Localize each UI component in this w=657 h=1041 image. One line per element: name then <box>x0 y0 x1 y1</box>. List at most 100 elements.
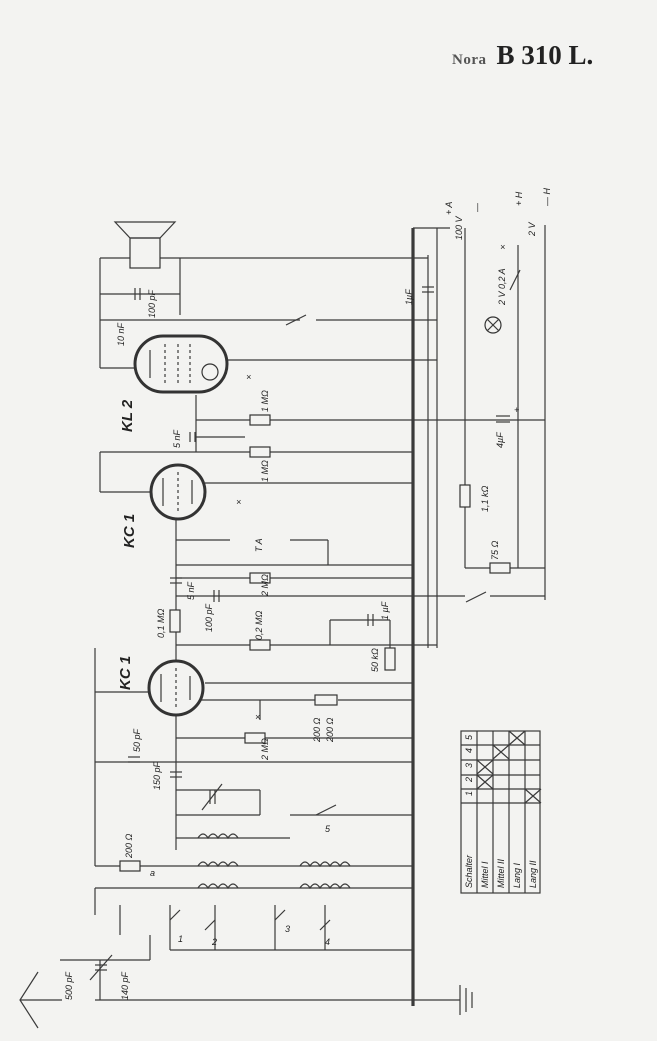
resistor-0-1m <box>169 609 181 633</box>
switch-heater <box>509 269 521 291</box>
label-r-2m-b: 2 MΩ <box>260 738 270 761</box>
table-col-5: 5 <box>464 734 474 740</box>
label-c-1uf-top: 1µF <box>404 289 414 305</box>
label-c-1uf-mid: 1 µF <box>380 601 390 620</box>
coil-lower-left <box>197 883 239 890</box>
table-col-1: 1 <box>464 791 474 796</box>
switch-3 <box>274 909 286 921</box>
label-c-100pf-top: 100 pF <box>147 289 157 318</box>
label-r-200-a: 200 Ω <box>312 717 322 743</box>
label-lamp-x: × <box>500 242 505 252</box>
label-r-1-1k: 1,1 kΩ <box>480 485 490 512</box>
brand-name: Nora <box>452 52 487 68</box>
label-r-1m-a: 1 MΩ <box>260 390 270 412</box>
labels: KL 2 KC 1 KC 1 + A 100 V — + H 2 V — H 2… <box>64 187 552 1000</box>
capacitor-1uf-top <box>422 286 434 293</box>
table-mark <box>476 774 494 790</box>
diagram-title: Nora B 310 L. <box>452 40 593 71</box>
switch-number-5: 5 <box>325 824 331 834</box>
label-r-75: 75 Ω <box>490 540 500 560</box>
label-plus-a: + A <box>444 202 454 215</box>
table-mark <box>524 788 542 804</box>
resistor-1-1k <box>459 484 471 508</box>
resistor-1m-a <box>249 414 271 426</box>
table-row-label-2: Mittel II <box>496 858 506 888</box>
switch-4 <box>319 919 331 931</box>
capacitor-50pf <box>128 756 140 763</box>
label-voltage-a: 100 V <box>454 215 464 240</box>
capacitor-100pf-top <box>134 288 141 300</box>
label-c-5nf-kc1: 5 nF <box>186 581 196 600</box>
label-r-2m-a: 2 MΩ <box>260 574 270 597</box>
label-lamp: 2 V 0,2 A <box>497 268 507 306</box>
table-col-4: 4 <box>464 748 474 753</box>
label-plus-4uf: + <box>514 405 519 415</box>
coil-upper-left <box>197 833 239 840</box>
label-voltage-h: 2 V <box>527 221 537 237</box>
label-minus-h: — H <box>542 187 552 207</box>
label-c-150pf: 150 pF <box>152 761 162 790</box>
switch-1 <box>169 909 181 921</box>
resistor-50k <box>384 647 396 671</box>
coil-lower-right <box>299 883 351 890</box>
switch-output <box>285 314 307 326</box>
label-c-4uf: 4µF <box>495 432 505 448</box>
wires <box>60 225 546 1006</box>
tube-label-kc1-upper: KC 1 <box>121 514 138 548</box>
label-r-0-1m: 0,1 MΩ <box>156 608 166 638</box>
label-c-140pf: 140 pF <box>120 971 130 1000</box>
label-r-50k: 50 kΩ <box>370 648 380 672</box>
capacitor-5nf-kc1 <box>170 577 182 584</box>
resistor-200-a <box>314 694 338 706</box>
tube-label-kl2: KL 2 <box>119 399 136 432</box>
components <box>19 221 521 1029</box>
resistor-2m-b <box>244 732 266 744</box>
ground-icon <box>459 985 473 1015</box>
table-mark <box>508 730 526 746</box>
resistor-2m-a <box>249 572 271 584</box>
label-r-1m-b: 1 MΩ <box>260 460 270 482</box>
label-c-100pf-mid: 100 pF <box>204 603 214 632</box>
table-row-label-1: Mittel I <box>480 861 490 888</box>
table-mark <box>492 744 510 760</box>
label-x-kl2: × <box>246 372 251 382</box>
coil-upper-right <box>299 861 351 868</box>
label-c-50pf: 50 pF <box>132 728 142 752</box>
variable-capacitor-tuning <box>201 783 223 811</box>
label-coil-a: a <box>150 868 155 878</box>
capacitor-5nf-kl2 <box>189 432 196 442</box>
model-name: B 310 L. <box>496 40 594 70</box>
resistor-75 <box>489 562 511 574</box>
coil-middle-left <box>197 861 239 868</box>
label-plus-h: + H <box>514 191 524 206</box>
tube-kc1-lower <box>147 659 205 717</box>
label-r-0-2m: 0,2 MΩ <box>254 610 264 640</box>
label-r-200-b: 200 Ω <box>325 717 335 743</box>
table-marks <box>476 730 542 804</box>
switch-number-2: 2 <box>211 937 217 947</box>
label-r-200-ant: 200 Ω <box>124 833 134 859</box>
table-row-label-3: Lang I <box>512 862 522 888</box>
pilot-lamp-icon <box>484 316 502 334</box>
capacitor-150pf <box>170 771 182 778</box>
switch-2 <box>204 919 216 931</box>
switch-5 <box>315 804 337 816</box>
label-ta: T A <box>254 538 264 552</box>
table-row-label-4: Lang II <box>528 860 538 888</box>
table-header-label: Schalter <box>464 854 474 888</box>
variable-capacitor-input <box>89 954 113 981</box>
label-c-5nf-kl2: 5 nF <box>172 429 182 448</box>
antenna-icon <box>19 971 62 1029</box>
switch-number-4: 4 <box>325 937 330 947</box>
label-c-10nf: 10 nF <box>116 322 126 346</box>
capacitor-4uf <box>496 415 510 423</box>
tube-kl2 <box>133 334 229 394</box>
label-minus-a: — <box>472 202 482 213</box>
switch-number-3: 3 <box>285 924 290 934</box>
switch-number-1: 1 <box>178 934 183 944</box>
tube-label-kc1-lower: KC 1 <box>117 656 134 690</box>
table-mark <box>476 759 494 775</box>
speaker-icon <box>113 221 177 269</box>
